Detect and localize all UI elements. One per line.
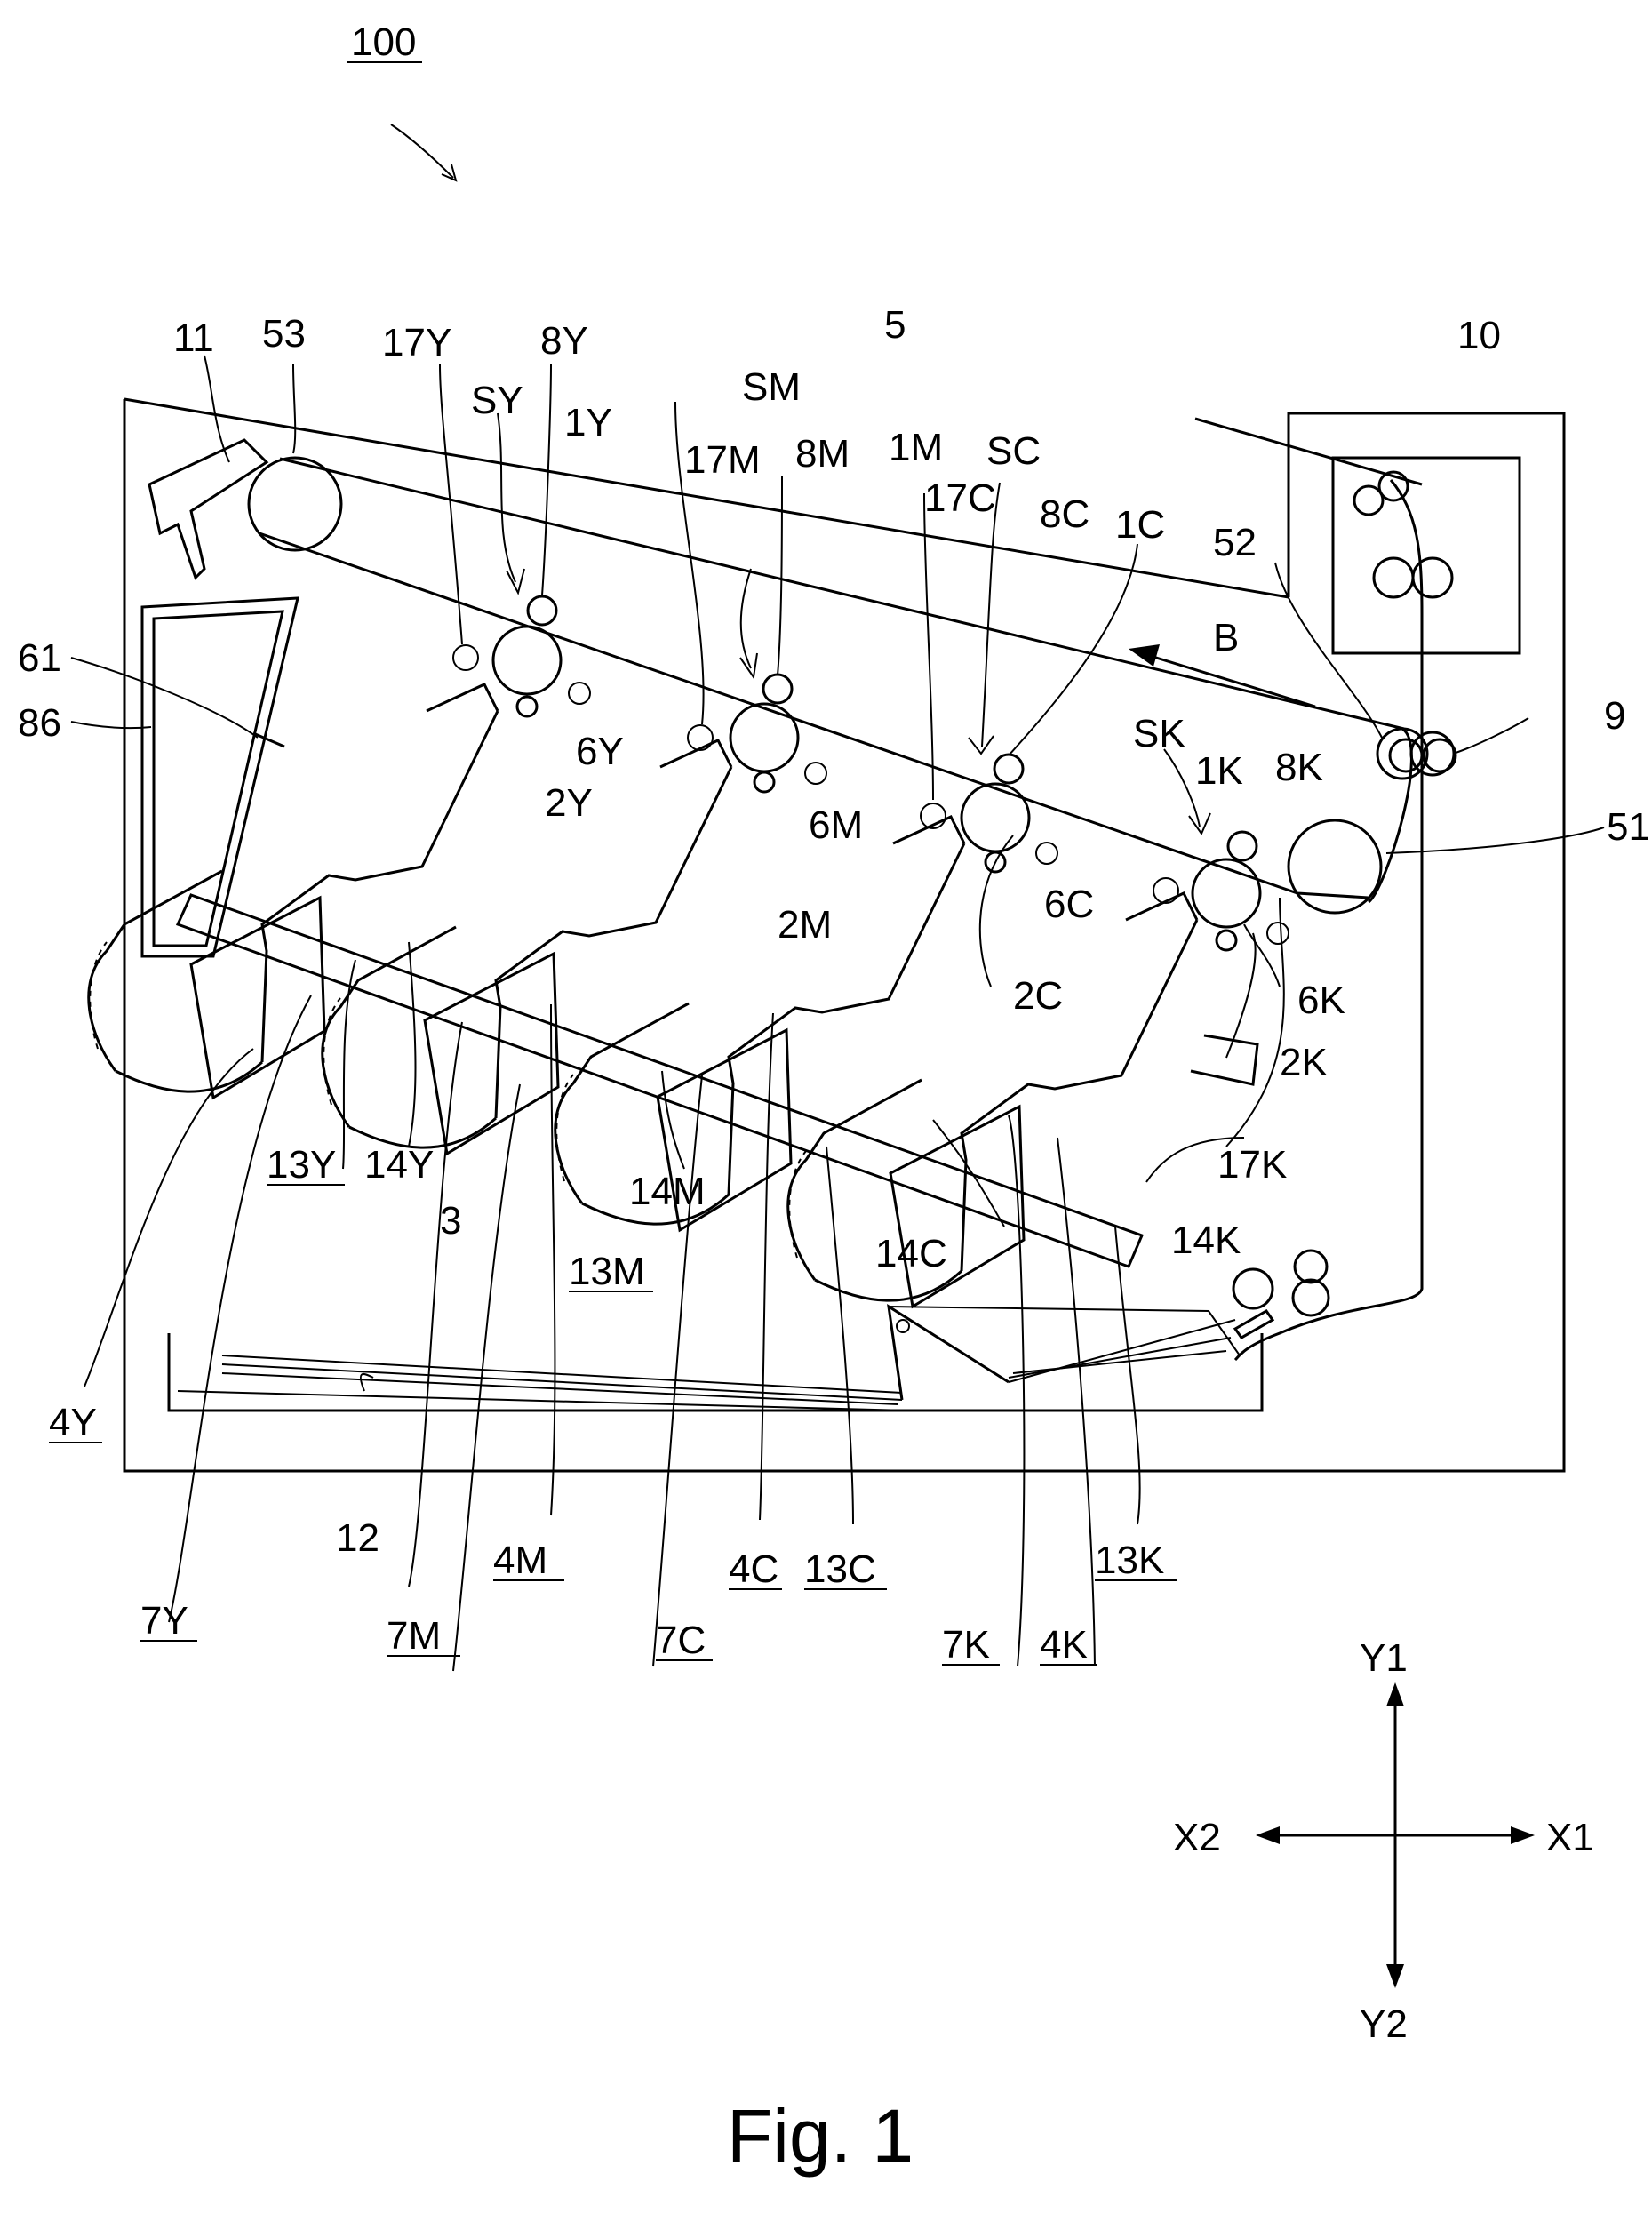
axis-label-x1: X1 bbox=[1546, 1816, 1594, 1859]
label-53: 53 bbox=[262, 312, 306, 356]
label-8M: 8M bbox=[795, 432, 850, 476]
axis-label-x2: X2 bbox=[1173, 1816, 1221, 1859]
label-3: 3 bbox=[440, 1199, 461, 1243]
label-6K: 6K bbox=[1297, 979, 1345, 1022]
figure-caption: Fig. 1 bbox=[727, 2094, 914, 2178]
label-1C: 1C bbox=[1115, 503, 1165, 547]
label-17M: 17M bbox=[684, 438, 761, 482]
label-4C: 4C bbox=[729, 1547, 778, 1591]
label-6C: 6C bbox=[1044, 883, 1094, 926]
label-17C: 17C bbox=[924, 476, 996, 520]
label-1K: 1K bbox=[1195, 749, 1243, 793]
label-6Y: 6Y bbox=[576, 730, 624, 773]
label-17Y: 17Y bbox=[382, 321, 451, 364]
label-14M: 14M bbox=[629, 1170, 706, 1213]
label-2M: 2M bbox=[778, 903, 832, 947]
label-SC: SC bbox=[986, 429, 1041, 473]
axis-label-y2: Y2 bbox=[1360, 2002, 1408, 2046]
label-61: 61 bbox=[18, 636, 61, 680]
label-14Y: 14Y bbox=[364, 1143, 434, 1187]
label-1M: 1M bbox=[889, 426, 943, 469]
label-7K: 7K bbox=[942, 1623, 990, 1666]
label-7C: 7C bbox=[656, 1619, 706, 1662]
label-8Y: 8Y bbox=[540, 319, 588, 363]
label-17K: 17K bbox=[1217, 1143, 1287, 1187]
label-2C: 2C bbox=[1013, 974, 1063, 1018]
label-13K: 13K bbox=[1095, 1539, 1164, 1582]
label-86: 86 bbox=[18, 701, 61, 745]
label-10: 10 bbox=[1457, 314, 1501, 357]
label-4Y: 4Y bbox=[49, 1401, 97, 1444]
label-8C: 8C bbox=[1040, 492, 1089, 536]
label-SM: SM bbox=[742, 365, 801, 409]
label-14C: 14C bbox=[875, 1232, 947, 1275]
label-2K: 2K bbox=[1280, 1041, 1328, 1084]
label-100: 100 bbox=[351, 20, 416, 64]
label-9: 9 bbox=[1604, 694, 1625, 738]
label-1Y: 1Y bbox=[564, 401, 612, 444]
label-14K: 14K bbox=[1171, 1219, 1241, 1262]
label-SK: SK bbox=[1133, 712, 1185, 755]
axis-label-y1: Y1 bbox=[1360, 1636, 1408, 1680]
label-SY: SY bbox=[471, 379, 523, 422]
figure-number: 100 bbox=[347, 20, 422, 64]
label-13M: 13M bbox=[569, 1250, 645, 1293]
label-7Y: 7Y bbox=[140, 1599, 188, 1643]
label-11: 11 bbox=[173, 316, 214, 360]
label-13Y: 13Y bbox=[267, 1143, 336, 1187]
label-8K: 8K bbox=[1275, 746, 1323, 789]
label-51: 51 bbox=[1607, 805, 1650, 849]
label-6M: 6M bbox=[809, 803, 863, 847]
label-2Y: 2Y bbox=[545, 781, 593, 825]
label-7M: 7M bbox=[387, 1614, 441, 1658]
label-52: 52 bbox=[1213, 521, 1257, 564]
label-5: 5 bbox=[884, 303, 906, 347]
label-B: B bbox=[1213, 616, 1239, 659]
label-4K: 4K bbox=[1040, 1623, 1088, 1666]
label-4M: 4M bbox=[493, 1539, 547, 1582]
label-13C: 13C bbox=[804, 1547, 876, 1591]
label-12: 12 bbox=[336, 1516, 379, 1560]
